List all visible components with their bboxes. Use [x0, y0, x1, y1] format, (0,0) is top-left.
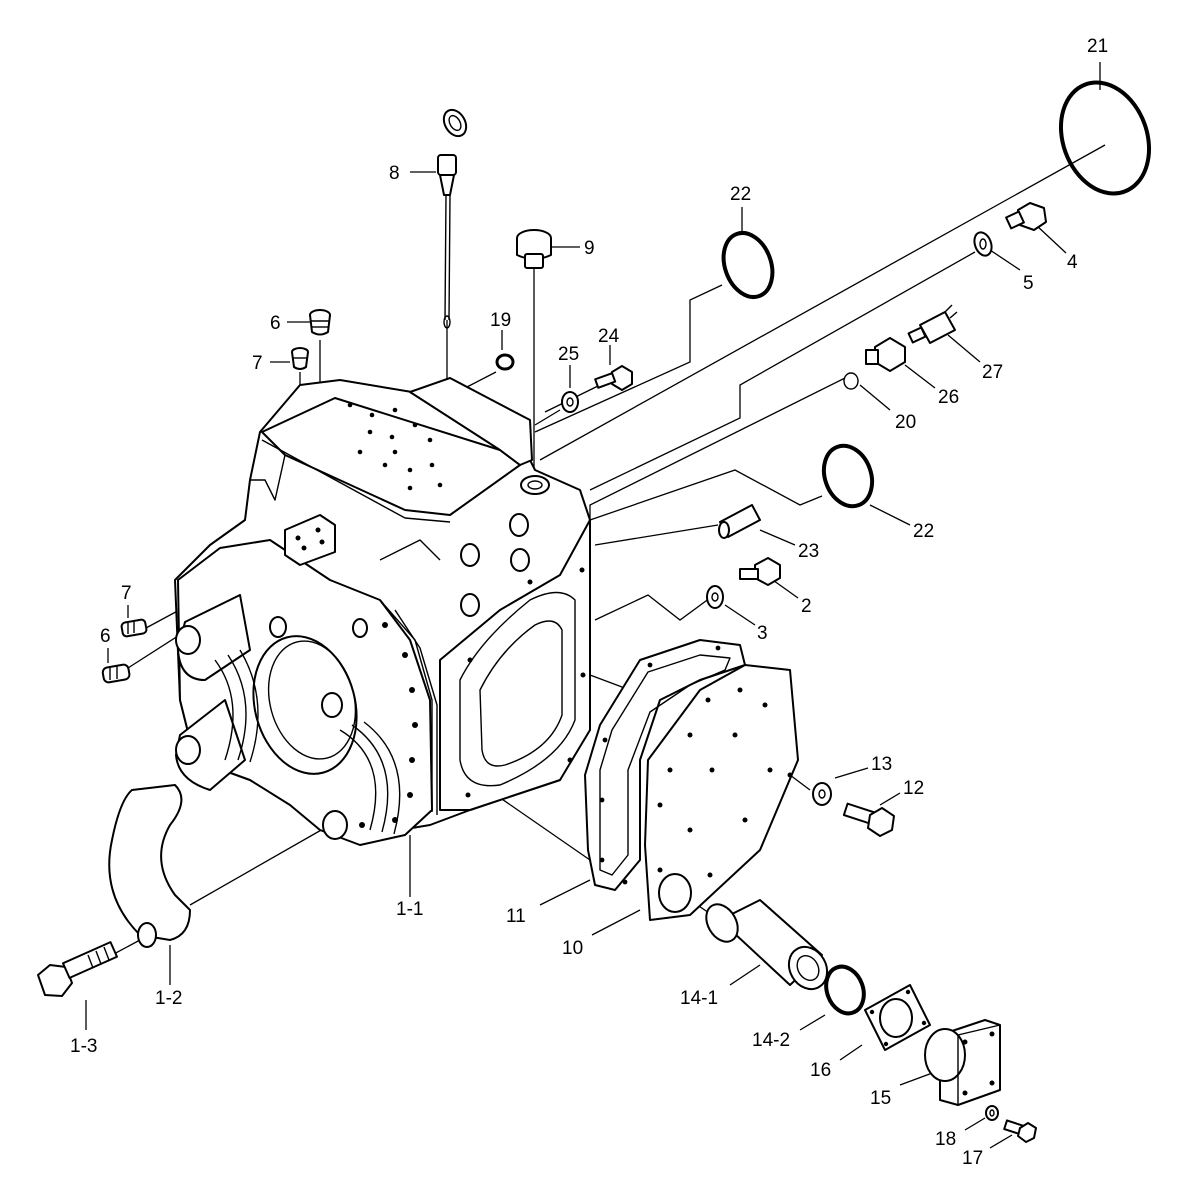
callout-27: 27 [982, 362, 1003, 383]
washer-25[interactable] [561, 391, 579, 413]
breather-9[interactable] [516, 229, 552, 269]
callout-10: 10 [562, 938, 583, 959]
dipstick-8[interactable] [437, 106, 471, 329]
end-cover-15[interactable] [924, 1019, 1001, 1106]
callout-26: 26 [938, 387, 959, 408]
transmission-housing-1-1[interactable] [174, 377, 591, 846]
callout-7-top: 7 [252, 353, 263, 374]
callout-2: 2 [801, 596, 812, 617]
pipe-23[interactable] [718, 504, 761, 539]
bolt-24[interactable] [594, 365, 633, 391]
callout-5: 5 [1023, 273, 1034, 294]
callout-22-upper: 22 [730, 184, 751, 205]
callout-16: 16 [810, 1060, 831, 1081]
callout-13: 13 [871, 754, 892, 775]
callout-labels: 21 22 8 9 4 5 6 19 24 25 7 27 26 20 22 2… [70, 36, 1108, 1169]
callout-20: 20 [895, 412, 916, 433]
bolt-1-3[interactable] [37, 941, 119, 997]
washer-3[interactable] [706, 585, 724, 609]
plug-6-top[interactable] [309, 309, 331, 336]
washer-5[interactable] [971, 230, 994, 258]
callout-1-2: 1-2 [155, 988, 182, 1009]
bolt-12[interactable] [842, 802, 895, 837]
callout-11: 11 [506, 906, 526, 927]
bolt-4[interactable] [1005, 202, 1047, 231]
bearing-cap-1-2[interactable] [108, 784, 191, 948]
bolt-17[interactable] [1003, 1119, 1037, 1143]
fitting-26[interactable] [865, 337, 906, 372]
o-ring-21[interactable] [1046, 70, 1164, 206]
callout-17: 17 [962, 1148, 983, 1169]
callout-23: 23 [798, 541, 819, 562]
callout-24: 24 [598, 326, 620, 347]
o-ring-19[interactable] [495, 353, 515, 371]
callout-1-1: 1-1 [396, 899, 423, 920]
callout-21: 21 [1087, 36, 1108, 57]
plug-6-left[interactable] [101, 663, 131, 684]
callout-3: 3 [757, 623, 768, 644]
callout-9: 9 [584, 238, 595, 259]
callout-15: 15 [870, 1088, 891, 1109]
o-ring-14-2[interactable] [820, 961, 870, 1018]
washer-13[interactable] [812, 782, 832, 806]
callout-6-top: 6 [270, 313, 281, 334]
callout-1-3: 1-3 [70, 1036, 97, 1057]
plug-7-top[interactable] [291, 347, 309, 370]
cover-plate-10[interactable] [644, 664, 799, 921]
callout-14-1: 14-1 [680, 988, 718, 1009]
o-ring-22-lower[interactable] [816, 439, 880, 513]
callout-14-2: 14-2 [752, 1030, 790, 1051]
callout-25: 25 [558, 344, 579, 365]
callout-6-left: 6 [100, 626, 111, 647]
o-ring-22-upper[interactable] [715, 226, 781, 304]
washer-18[interactable] [985, 1105, 999, 1121]
callout-12: 12 [903, 778, 924, 799]
switch-27[interactable] [907, 304, 958, 344]
callout-22-lower: 22 [913, 521, 934, 542]
gasket-11[interactable] [584, 639, 746, 891]
plug-7-left[interactable] [120, 618, 148, 638]
callout-7-left: 7 [121, 583, 132, 604]
o-ring-20[interactable] [843, 372, 859, 390]
callout-18: 18 [935, 1129, 956, 1150]
callout-8: 8 [389, 163, 400, 184]
callout-4: 4 [1067, 252, 1078, 273]
bolt-2[interactable] [739, 557, 781, 586]
gasket-16[interactable] [864, 984, 931, 1051]
sleeve-14-1[interactable] [700, 899, 835, 996]
callout-19: 19 [490, 310, 511, 331]
